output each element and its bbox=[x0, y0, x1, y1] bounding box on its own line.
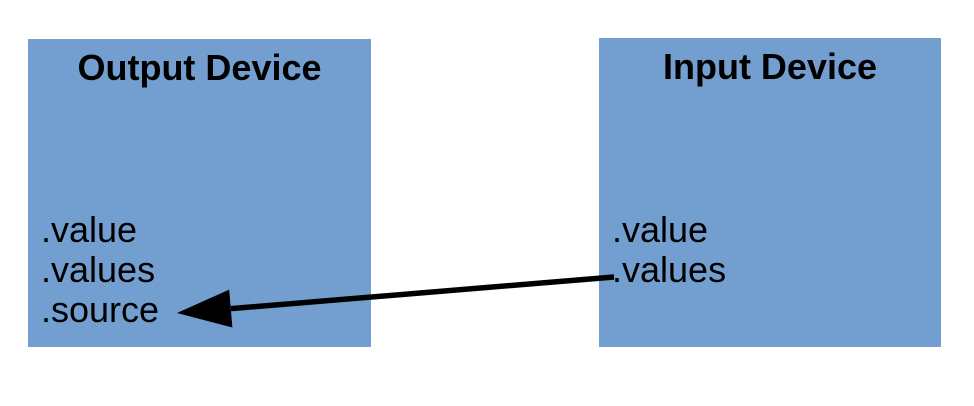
output-prop-source: .source bbox=[41, 289, 160, 330]
input-device-properties: .value .values bbox=[612, 210, 726, 290]
output-device-properties: .value .values .source bbox=[41, 210, 159, 330]
output-device-title: Output Device bbox=[77, 47, 322, 88]
output-prop-value: .value bbox=[41, 209, 138, 250]
input-device-title: Input Device bbox=[662, 46, 878, 87]
input-prop-value: .value bbox=[612, 209, 709, 250]
output-device-box: Output Device .value .values .source bbox=[28, 39, 371, 347]
output-prop-values: .values bbox=[41, 249, 156, 290]
input-prop-values: .values bbox=[612, 249, 727, 290]
input-device-box: Input Device .value .values bbox=[599, 38, 941, 347]
